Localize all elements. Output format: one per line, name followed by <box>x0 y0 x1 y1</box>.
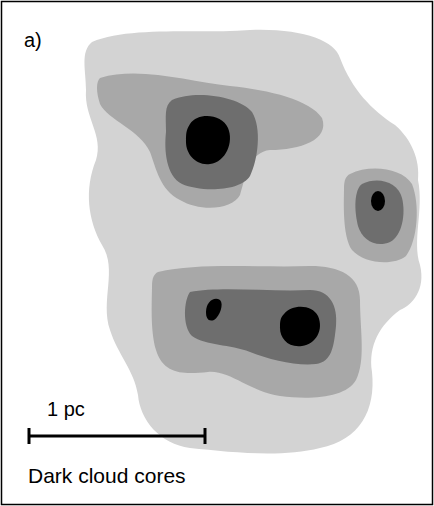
cloud-envelope <box>85 30 422 454</box>
cloud-medium-density <box>152 266 362 398</box>
scale-bar <box>28 428 206 444</box>
dark-core <box>206 299 222 321</box>
cloud-high-density <box>185 289 336 364</box>
cloud-medium-density <box>97 74 323 208</box>
cloud-high-density <box>355 180 403 244</box>
caption-text: Dark cloud cores <box>28 465 186 486</box>
cloud-high-density <box>165 95 258 189</box>
cloud-medium-density <box>344 169 417 263</box>
scale-label: 1 pc <box>47 399 85 419</box>
panel-letter: a) <box>24 30 42 50</box>
dark-core <box>280 307 320 347</box>
dark-core <box>371 191 385 211</box>
dark-core <box>186 116 230 164</box>
